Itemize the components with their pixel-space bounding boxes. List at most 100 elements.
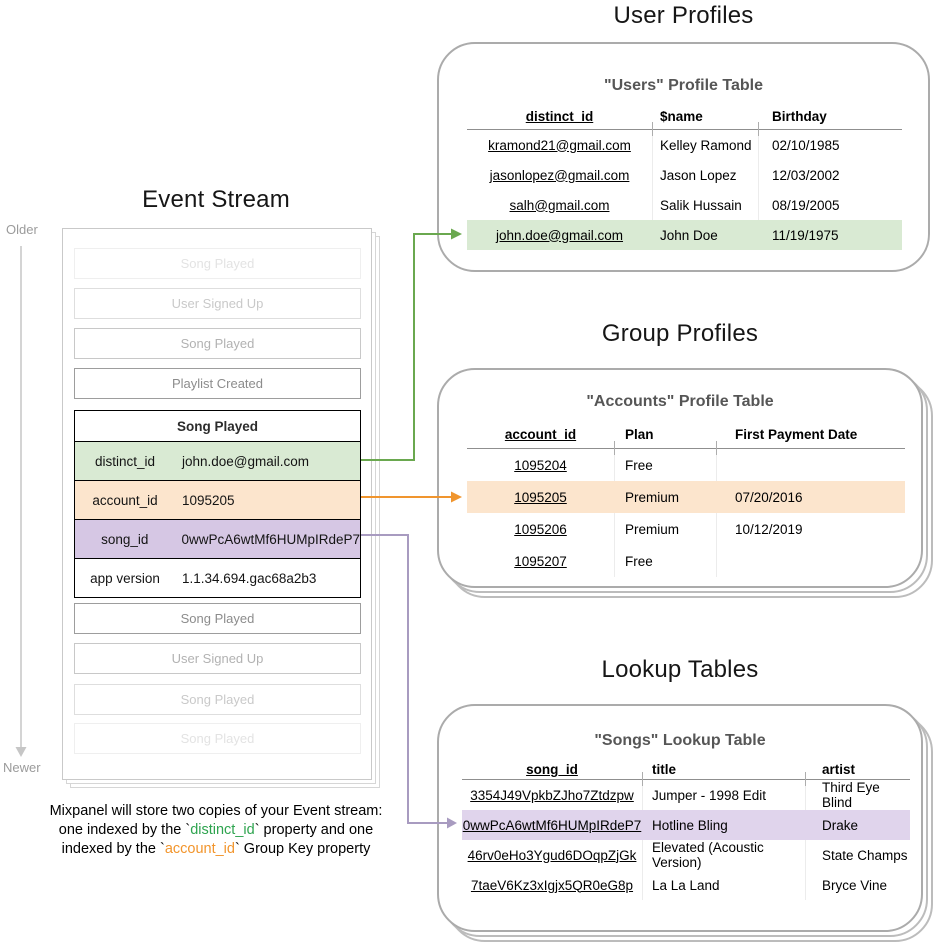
caption-line2: one indexed by the `distinct_id` propert… <box>26 821 406 840</box>
songs-table-title: "Songs" Lookup Table <box>594 732 766 749</box>
header-distinct-id: distinct_id <box>525 109 594 124</box>
cell-birthday: 02/10/1985 <box>772 137 840 153</box>
group-profiles-title: Group Profiles <box>601 320 759 347</box>
header-birthday: Birthday <box>772 109 827 124</box>
older-label: Older <box>6 222 38 237</box>
cell-account-id: 1095207 <box>514 553 567 569</box>
event-item-label: Song Played <box>180 336 255 351</box>
cell-plan: Premium <box>625 521 680 537</box>
table-row-highlighted-purple: 0wwPcA6wtMf6HUMpIRdeP7 Hotline Bling Dra… <box>462 810 910 840</box>
header-artist: artist <box>822 762 856 777</box>
event-item: User Signed Up <box>74 643 361 674</box>
event-property-row-account-id: account_id 1095205 <box>75 481 360 520</box>
header-title: title <box>652 762 677 777</box>
event-item: Song Played <box>74 723 361 754</box>
table-row-highlighted-green: john.doe@gmail.com John Doe 11/19/1975 <box>467 220 902 250</box>
property-value: 0wwPcA6wtMf6HUMpIRdeP7 <box>181 531 360 547</box>
songs-table-header: song_id title artist <box>462 760 910 786</box>
table-row: salh@gmail.com Salik Hussain 08/19/2005 <box>467 190 902 220</box>
event-property-row-distinct-id: distinct_id john.doe@gmail.com <box>75 442 360 481</box>
table-row: kramond21@gmail.com Kelley Ramond 02/10/… <box>467 130 902 160</box>
header-tick <box>614 441 615 455</box>
cell-name: Kelley Ramond <box>660 137 752 153</box>
property-value: john.doe@gmail.com <box>182 453 310 469</box>
cell-artist: State Champs <box>822 847 908 863</box>
event-property-row-app-version: app version 1.1.34.694.gac68a2b3 <box>75 559 360 597</box>
cell-song-id: 46rv0eHo3Ygud6DOqpZjGk <box>467 847 637 863</box>
header-account-id: account_id <box>504 426 577 442</box>
cell-plan: Free <box>625 553 653 569</box>
songs-lookup-card: "Songs" Lookup Table song_id title artis… <box>437 704 923 932</box>
column-divider <box>758 128 759 250</box>
cell-distinct-id: john.doe@gmail.com <box>495 227 624 243</box>
table-row: 1095207 Free <box>467 545 905 577</box>
header-tick <box>716 441 717 455</box>
users-table-header: distinct_id $name Birthday <box>467 104 902 136</box>
event-detail-card: Song Played distinct_id john.doe@gmail.c… <box>74 410 361 598</box>
column-divider <box>642 784 643 900</box>
event-item: Song Played <box>74 684 361 715</box>
header-song-id: song_id <box>526 762 578 777</box>
property-key: app version <box>90 570 160 586</box>
songs-table: song_id title artist 3354J49VpkbZJho7Ztd… <box>462 760 910 900</box>
cell-distinct-id: salh@gmail.com <box>509 197 610 213</box>
event-item: Song Played <box>74 603 361 634</box>
event-item-label: User Signed Up <box>171 651 264 666</box>
cell-title: Elevated (Acoustic Version) <box>652 840 764 870</box>
cell-artist: Third Eye Blind <box>822 780 880 810</box>
column-divider <box>805 784 806 900</box>
cell-name: Salik Hussain <box>660 197 742 213</box>
users-table-title: "Users" Profile Table <box>604 77 763 94</box>
property-key: distinct_id <box>94 453 156 469</box>
event-item: Playlist Created <box>74 368 361 399</box>
cell-title: La La Land <box>652 877 720 893</box>
cell-plan: Premium <box>625 489 680 505</box>
table-row: jasonlopez@gmail.com Jason Lopez 12/03/2… <box>467 160 902 190</box>
cell-song-id: 0wwPcA6wtMf6HUMpIRdeP7 <box>462 817 642 833</box>
cell-artist: Bryce Vine <box>822 877 888 893</box>
event-item-label: User Signed Up <box>171 296 264 311</box>
table-row: 1095204 Free <box>467 449 905 481</box>
cell-name: Jason Lopez <box>660 167 737 183</box>
table-row: 1095206 Premium 10/12/2019 <box>467 513 905 545</box>
cell-distinct-id: jasonlopez@gmail.com <box>489 167 630 183</box>
cell-birthday: 08/19/2005 <box>772 197 840 213</box>
header-tick <box>805 772 806 786</box>
event-item: Song Played <box>74 248 361 279</box>
accounts-table-header: account_id Plan First Payment Date <box>467 420 905 455</box>
cell-first-payment-date: 10/12/2019 <box>735 521 803 537</box>
account-id-token: account_id <box>164 841 235 858</box>
cell-account-id: 1095206 <box>514 521 567 537</box>
event-stream-title: Event Stream <box>142 186 290 213</box>
newer-label: Newer <box>3 760 41 775</box>
event-detail-header: Song Played <box>75 411 360 442</box>
header-tick <box>652 122 653 136</box>
table-row: 3354J49VpkbZJho7Ztdzpw Jumper - 1998 Edi… <box>462 780 910 810</box>
header-tick <box>642 772 643 786</box>
timeline-arrow <box>15 246 27 757</box>
event-item-label: Playlist Created <box>171 376 264 391</box>
cell-song-id: 7taeV6Kz3xIgjx5QR0eG8p <box>470 877 634 893</box>
event-item-label: Song Played <box>180 611 255 626</box>
column-divider <box>652 128 653 250</box>
cell-title: Jumper - 1998 Edit <box>652 787 767 803</box>
lookup-tables-title: Lookup Tables <box>601 656 759 683</box>
cell-title: Hotline Bling <box>652 817 728 833</box>
cell-artist: Drake <box>822 817 859 833</box>
users-table: distinct_id $name Birthday kramond21@gma… <box>467 104 902 250</box>
table-row: 7taeV6Kz3xIgjx5QR0eG8p La La Land Bryce … <box>462 870 910 900</box>
caption: Mixpanel will store two copies of your E… <box>26 802 406 859</box>
caption-text: ` property and one <box>254 822 374 839</box>
header-plan: Plan <box>625 426 654 442</box>
property-value: 1.1.34.694.gac68a2b3 <box>182 570 317 586</box>
property-value: 1095205 <box>182 492 235 508</box>
caption-text: one indexed by the ` <box>58 822 191 839</box>
cell-song-id: 3354J49VpkbZJho7Ztdzpw <box>470 787 634 803</box>
cell-account-id: 1095205 <box>514 489 567 505</box>
event-item-label: Song Played <box>180 731 255 746</box>
caption-line1: Mixpanel will store two copies of your E… <box>49 803 383 819</box>
cell-birthday: 12/03/2002 <box>772 167 840 183</box>
cell-birthday: 11/19/1975 <box>772 227 839 243</box>
caption-line3: indexed by the `account_id` Group Key pr… <box>26 840 406 859</box>
cell-account-id: 1095204 <box>514 457 567 473</box>
